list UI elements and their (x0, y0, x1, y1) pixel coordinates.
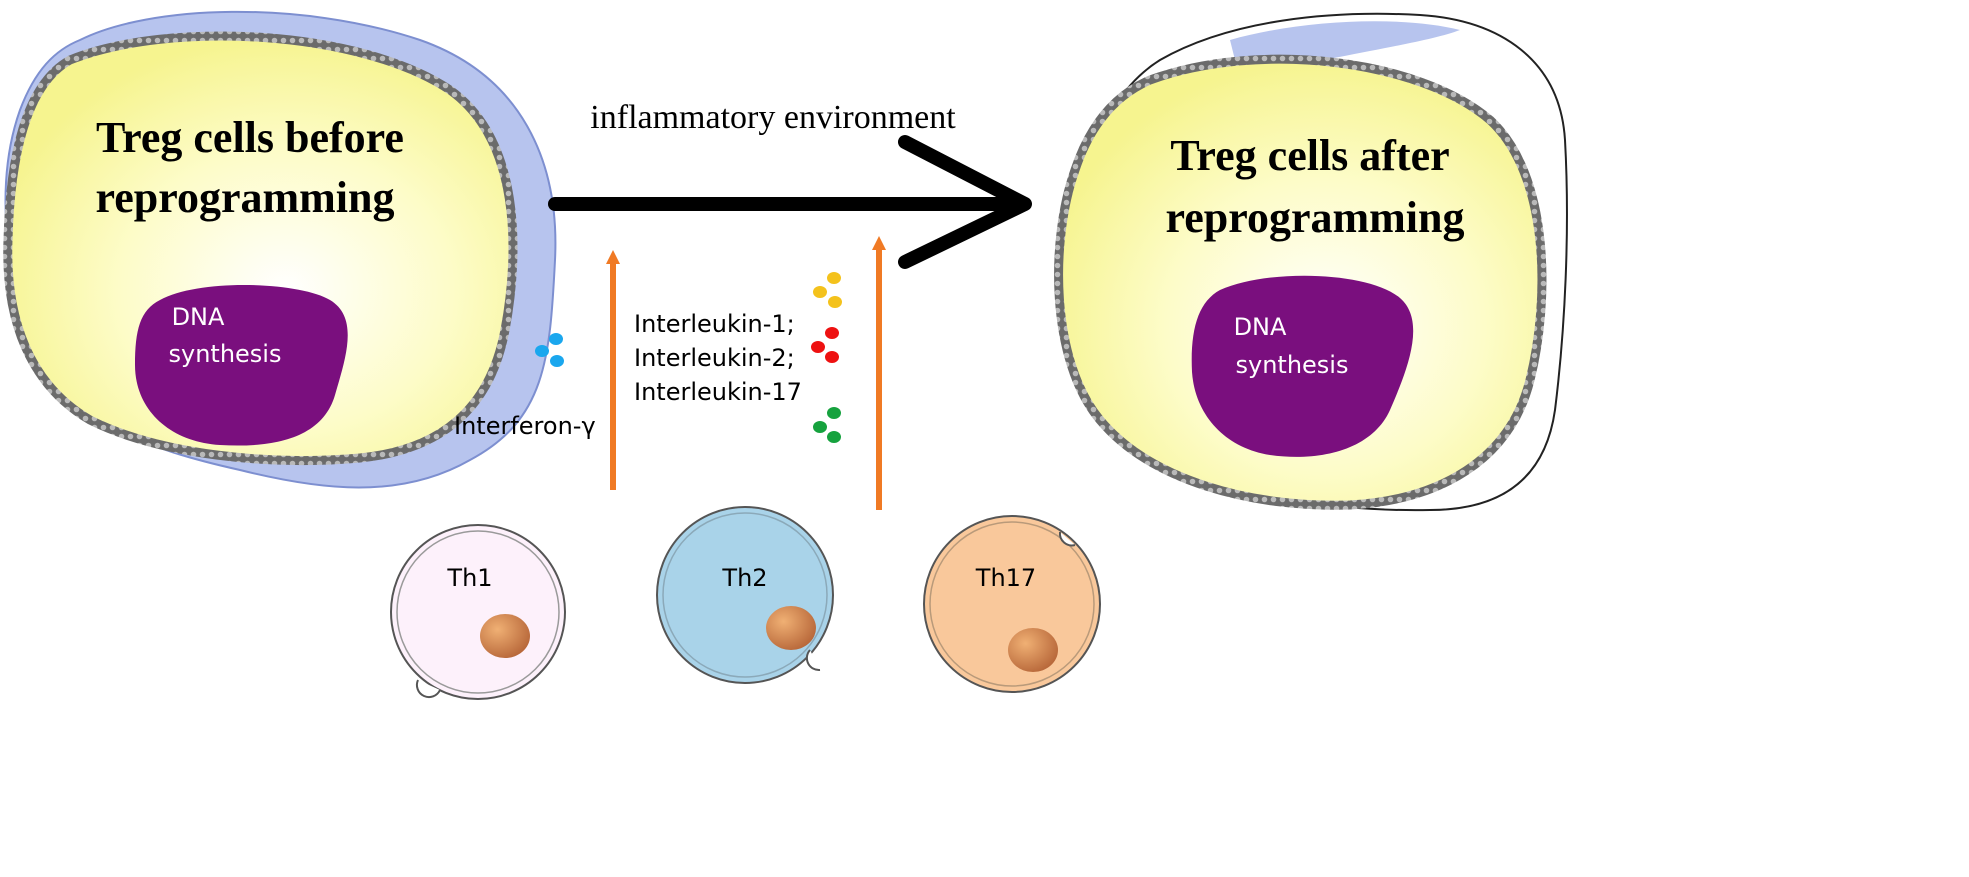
cell-nucleus (1191, 275, 1414, 457)
nucleus-label-line1: DNA (1234, 313, 1287, 341)
cell-title-line1: Treg cells after (1170, 131, 1449, 180)
cell-nucleus (135, 284, 348, 446)
th2-cell: Th2 (656, 506, 834, 684)
main-arrow-label: inflammatory environment (590, 99, 956, 136)
treg-cell-after: Treg cells after reprogramming DNA synth… (1054, 12, 1568, 512)
th2-label: Th2 (721, 564, 767, 592)
interleukin17-dots (813, 407, 841, 443)
interleukin-label-line3: Interleukin-17 (634, 378, 802, 406)
interleukin-label-line1: Interleukin-1; (634, 310, 795, 338)
th1-cell: Th1 (390, 524, 566, 700)
cell-title-line2: reprogramming (1166, 193, 1465, 242)
main-arrow: inflammatory environment (548, 99, 1032, 269)
nucleus-label-line1: DNA (172, 303, 225, 331)
th17-cell: Th17 (923, 515, 1101, 693)
th17-nucleus (1008, 628, 1058, 672)
th1-label: Th1 (446, 564, 492, 592)
interleukin1-dots (813, 272, 842, 308)
cell-title-line1: Treg cells before (96, 113, 404, 162)
th2-nucleus (766, 606, 816, 650)
orange-arrow-th1 (606, 250, 620, 490)
nucleus-label-line2: synthesis (1236, 351, 1349, 379)
cell-title-line2: reprogramming (96, 173, 395, 222)
interleukin-label-line2: Interleukin-2; (634, 344, 795, 372)
interleukin2-dots (811, 327, 839, 363)
nucleus-label-line2: synthesis (169, 340, 282, 368)
interferon-label: Interferon-γ (454, 412, 596, 440)
orange-arrow-th17 (872, 236, 886, 510)
interferon-dots (535, 333, 564, 367)
cell-membrane (3, 31, 518, 465)
th17-label: Th17 (975, 564, 1036, 592)
th1-nucleus (480, 614, 530, 658)
treg-cell-before: Treg cells before reprogramming DNA synt… (3, 10, 557, 489)
main-arrowhead (898, 135, 1032, 269)
